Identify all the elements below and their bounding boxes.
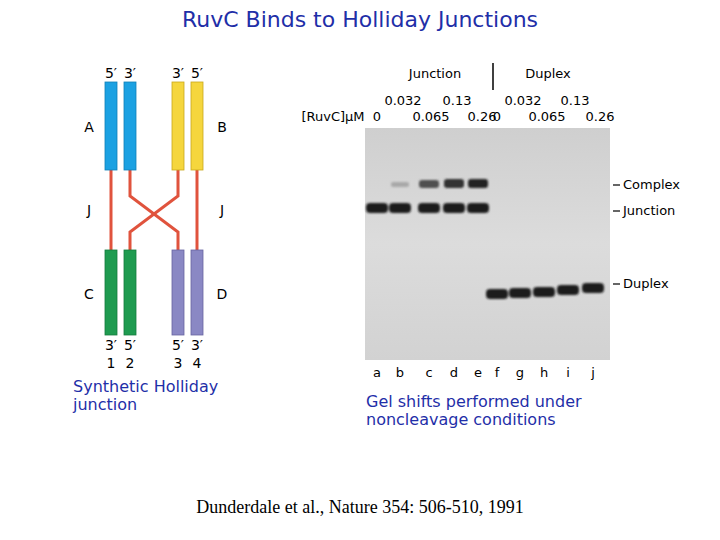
gel-band bbox=[389, 203, 411, 213]
strand-line bbox=[130, 168, 178, 252]
arm-label: J bbox=[87, 202, 91, 218]
gel-image bbox=[365, 128, 610, 360]
strand-bar bbox=[172, 82, 184, 170]
band-label: Complex bbox=[623, 178, 680, 193]
holliday-junction bbox=[105, 82, 203, 335]
lane-letter: c bbox=[425, 366, 432, 381]
lane-letter: b bbox=[396, 366, 404, 381]
strand-end: 5′ bbox=[105, 65, 117, 81]
gel-band bbox=[366, 203, 388, 213]
strand-end: 5′ bbox=[191, 65, 203, 81]
gel-band bbox=[443, 203, 465, 213]
strand-line bbox=[110, 168, 113, 252]
lane-letter: d bbox=[450, 366, 458, 381]
strand-bar bbox=[124, 82, 136, 170]
strand-number: 2 bbox=[126, 355, 135, 371]
strand-line bbox=[130, 168, 178, 252]
concentration: 0.26 bbox=[586, 110, 615, 125]
strand-end: 5′ bbox=[172, 337, 184, 353]
figure-caption: Synthetic Holliday junction bbox=[73, 378, 248, 415]
strand-bar bbox=[191, 250, 203, 335]
strand-end: 3′ bbox=[124, 65, 136, 81]
lane-letter: j bbox=[591, 366, 595, 381]
strand-end: 3′ bbox=[105, 337, 117, 353]
strand-bar bbox=[172, 250, 184, 335]
gel-background bbox=[365, 128, 610, 360]
strand-bar bbox=[124, 250, 136, 335]
gel-band bbox=[419, 180, 439, 188]
figure-caption: Gel shifts performed under noncleavage c… bbox=[366, 393, 636, 430]
concentration: 0.26 bbox=[468, 110, 497, 125]
gel-band bbox=[557, 285, 579, 295]
arm-label: B bbox=[217, 119, 227, 135]
strand-bar bbox=[105, 82, 117, 170]
band-tick bbox=[613, 283, 620, 284]
lane-letter: g bbox=[516, 366, 524, 381]
gel-band bbox=[582, 283, 604, 293]
strand-bar bbox=[105, 250, 117, 335]
group-heading: Duplex bbox=[525, 67, 571, 82]
gel-band bbox=[444, 179, 464, 188]
group-heading: Junction bbox=[409, 67, 461, 82]
concentration: 0 bbox=[493, 110, 501, 125]
gel-band bbox=[509, 288, 531, 298]
strand-number: 4 bbox=[193, 355, 202, 371]
strand-end: 5′ bbox=[124, 337, 136, 353]
gel-band bbox=[391, 182, 409, 187]
lane-letter: e bbox=[474, 366, 482, 381]
lane-letter: i bbox=[566, 366, 570, 381]
arm-label: D bbox=[217, 286, 228, 302]
strand-number: 3 bbox=[174, 355, 183, 371]
gel-band bbox=[533, 287, 555, 297]
concentration: 0.065 bbox=[412, 110, 449, 125]
concentration: 0.032 bbox=[384, 94, 421, 109]
band-tick bbox=[613, 184, 620, 185]
concentration: 0.13 bbox=[561, 94, 590, 109]
strand-end: 3′ bbox=[172, 65, 184, 81]
axis-label: [RuvC]μM bbox=[301, 110, 364, 125]
gel-band bbox=[486, 289, 508, 299]
separator-line bbox=[492, 63, 494, 90]
strand-number: 1 bbox=[107, 355, 116, 371]
lane-letter: a bbox=[373, 366, 381, 381]
concentration: 0.13 bbox=[443, 94, 472, 109]
lane-letter: h bbox=[540, 366, 548, 381]
lane-letter: f bbox=[495, 366, 500, 381]
slide-title: RuvC Binds to Holliday Junctions bbox=[182, 7, 538, 32]
band-label: Junction bbox=[623, 204, 675, 219]
band-label: Duplex bbox=[623, 277, 669, 292]
gel-band bbox=[467, 203, 489, 213]
arm-label: A bbox=[84, 119, 94, 135]
arm-label: J bbox=[220, 202, 224, 218]
strand-end: 3′ bbox=[191, 337, 203, 353]
concentration: 0.065 bbox=[528, 110, 565, 125]
strand-bar bbox=[191, 82, 203, 170]
concentration: 0 bbox=[373, 110, 381, 125]
junction-strands bbox=[111, 168, 197, 252]
gel-band bbox=[468, 179, 488, 188]
citation: Dunderdale et al., Nature 354: 506-510, … bbox=[196, 497, 523, 518]
gel-band bbox=[418, 203, 440, 213]
band-tick bbox=[613, 210, 620, 211]
arm-label: C bbox=[84, 286, 94, 302]
concentration: 0.032 bbox=[504, 94, 541, 109]
strand-line bbox=[196, 168, 199, 252]
